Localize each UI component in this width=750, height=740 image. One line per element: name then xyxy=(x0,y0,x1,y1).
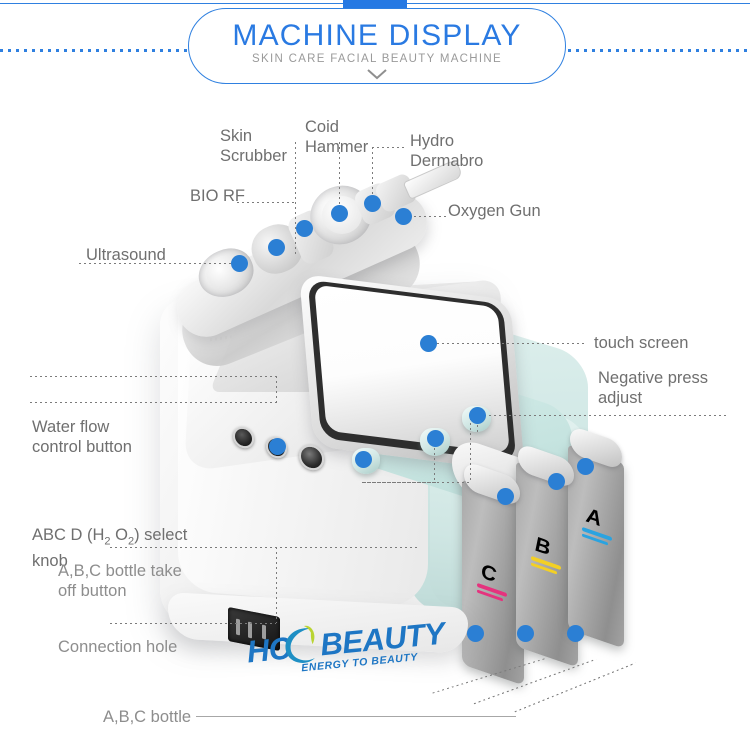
label-abcd-part1: ABC D (H xyxy=(32,526,105,544)
leader-abc-bottle-b3 xyxy=(514,662,636,713)
label-abcd-line2: knob xyxy=(32,552,68,571)
header-dotted-line-left xyxy=(0,49,192,52)
label-coid-hammer: Coid Hammer xyxy=(305,118,369,156)
leader-coid-hammer xyxy=(339,142,340,220)
connection-pin xyxy=(236,618,240,636)
hotspot-skin-scrubber[interactable] xyxy=(296,220,313,237)
label-touch-screen: touch screen xyxy=(594,334,689,352)
hotspot-hydro-dermabro[interactable] xyxy=(364,195,381,212)
label-abcd-part2: O xyxy=(110,526,128,544)
label-connection-hole: Connection hole xyxy=(58,638,178,656)
leader-negative-press xyxy=(479,415,729,416)
page-title: MACHINE DISPLAY xyxy=(232,19,522,52)
hotspot-coid-hammer[interactable] xyxy=(331,205,348,222)
label-hydro-dermabro: Hydro Dermabro xyxy=(410,132,484,170)
hotspot-bio-rf[interactable] xyxy=(268,239,285,256)
leader-negative-press-v2 xyxy=(434,438,435,482)
leader-bio-rf-h xyxy=(237,202,295,203)
hotspot-bottle-a[interactable] xyxy=(567,625,584,642)
hotspot-bottle-c[interactable] xyxy=(467,625,484,642)
leader-oxygen-gun xyxy=(404,216,447,217)
hotspot-negative-press-2[interactable] xyxy=(427,430,444,447)
hotspot-touch-screen[interactable] xyxy=(420,335,437,352)
chevron-down-icon xyxy=(367,69,387,80)
leader-abc-bottle xyxy=(196,716,516,717)
leader-connection-hole-h xyxy=(110,623,276,624)
page-subtitle: SKIN CARE FACIAL BEAUTY MACHINE xyxy=(252,53,502,65)
leader-tray-bracket-v xyxy=(470,418,471,482)
hotspot-water-flow-button[interactable] xyxy=(269,438,286,455)
header-banner-box xyxy=(188,8,566,84)
hotspot-bottle-takeoff-a[interactable] xyxy=(577,458,594,475)
hotspot-oxygen-gun[interactable] xyxy=(395,208,412,225)
bottle-a[interactable] xyxy=(568,444,624,649)
leader-bottle-takeoff-h xyxy=(110,547,420,548)
leader-abcd-knob-v xyxy=(276,376,277,402)
hotspot-ultrasound[interactable] xyxy=(231,255,248,272)
leader-abcd-knob-h xyxy=(30,402,277,403)
leader-skin-scrubber xyxy=(295,142,296,257)
hotspot-bottle-b[interactable] xyxy=(517,625,534,642)
label-water-flow-control-button: Water flow control button xyxy=(32,418,132,456)
hotspot-water-flow-knob[interactable] xyxy=(355,451,372,468)
leader-water-flow-h xyxy=(30,376,277,377)
leader-touch-screen xyxy=(437,343,587,344)
label-abc-bottle: A,B,C bottle xyxy=(103,708,192,726)
leader-connection-hole-v xyxy=(276,547,277,623)
label-ultrasound: Ultrasound xyxy=(86,246,166,264)
leader-hydro-dermabro-v xyxy=(372,147,373,200)
hotspot-negative-press[interactable] xyxy=(469,407,486,424)
logo-swoosh-icon xyxy=(285,625,315,663)
leader-hydro-dermabro-h xyxy=(372,147,404,148)
leader-tray-bracket-h xyxy=(362,482,472,483)
leader-negative-press-v xyxy=(477,415,478,433)
label-negative-press-adjust: Negative press adjust xyxy=(598,369,709,407)
header-dotted-line-right xyxy=(560,49,750,52)
label-abcd-sub1: 2 xyxy=(104,535,111,548)
hotspot-bottle-takeoff-c[interactable] xyxy=(497,488,514,505)
label-abcd-sub2: 2 xyxy=(127,535,135,548)
label-bio-rf: BIO RF xyxy=(190,187,246,205)
leader-ultrasound xyxy=(79,263,231,264)
label-abc-bottle-take-off-button: A,B,C bottle take off button xyxy=(58,562,182,600)
leader-bio-rf-v xyxy=(295,202,296,248)
label-oxygen-gun: Oxygen Gun xyxy=(448,202,541,220)
hotspot-bottle-takeoff-b[interactable] xyxy=(548,473,565,490)
label-abcd-part3: ) select xyxy=(134,526,188,544)
label-skin-scrubber: Skin Scrubber xyxy=(220,127,287,165)
